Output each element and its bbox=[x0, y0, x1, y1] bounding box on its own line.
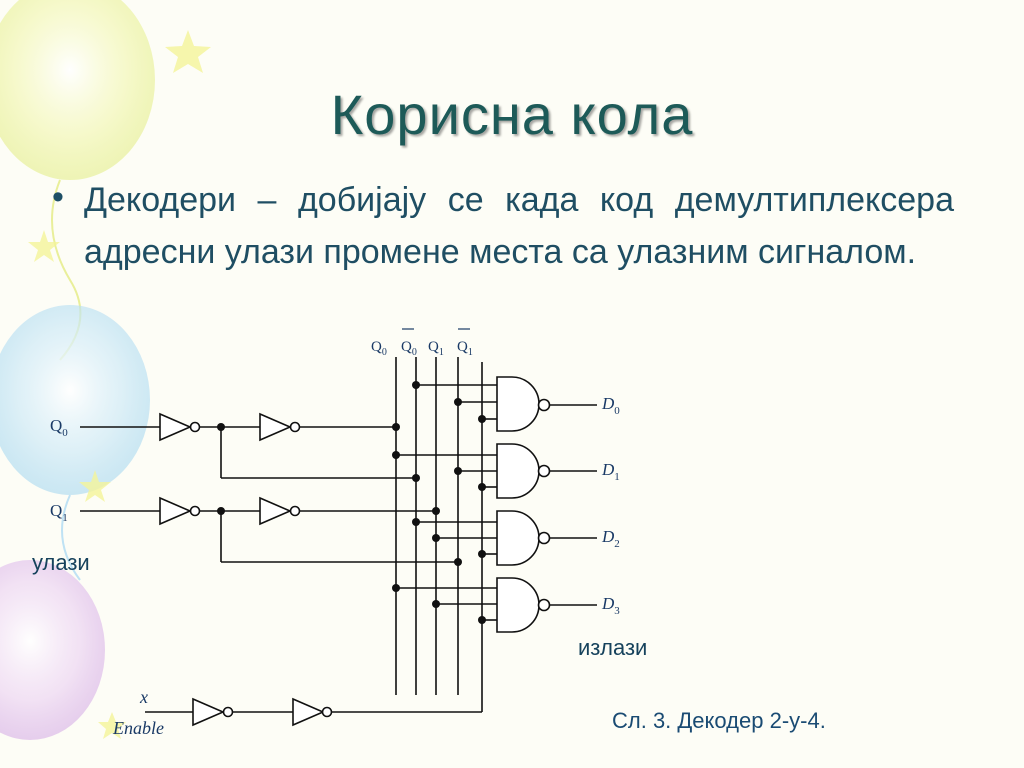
nand-gate-d1 bbox=[496, 443, 551, 499]
bus-label-q1-not: Q1 bbox=[457, 339, 473, 358]
inverter-gate-enable-2 bbox=[292, 697, 333, 727]
star-icon bbox=[79, 470, 111, 502]
enable-label-x: x bbox=[139, 687, 148, 707]
nand-gate-d3 bbox=[496, 577, 551, 633]
output-label-d3: D3 bbox=[601, 594, 620, 617]
inputs-label: улази bbox=[32, 550, 90, 575]
inverter-gate-q1-2 bbox=[259, 496, 301, 526]
star-icon bbox=[165, 30, 211, 73]
yellow-balloon bbox=[0, 0, 155, 180]
wires bbox=[80, 357, 597, 713]
inverter-gate-enable-1 bbox=[192, 697, 234, 727]
bullet-marker: • bbox=[52, 178, 64, 216]
inverter-gate-q0-2 bbox=[259, 412, 301, 442]
output-label-d0: D0 bbox=[601, 394, 620, 417]
slide-title: Корисна кола bbox=[330, 83, 694, 146]
input-label-q1: Q1 bbox=[50, 501, 68, 524]
figure-caption: Сл. 3. Декодер 2-у-4. bbox=[612, 708, 826, 733]
star-icon bbox=[28, 230, 60, 262]
junction-dots bbox=[217, 381, 486, 624]
input-label-q0: Q0 bbox=[50, 416, 68, 439]
nand-gate-d2 bbox=[496, 510, 551, 566]
bus-label-q1: Q1 bbox=[428, 339, 444, 358]
output-label-d1: D1 bbox=[601, 460, 620, 483]
star-icon bbox=[98, 712, 126, 739]
nand-gate-d0 bbox=[496, 376, 551, 432]
inverters bbox=[159, 412, 333, 727]
enable-label: Enable bbox=[112, 718, 164, 738]
bullet-text: Декодери – добијају се када код демултип… bbox=[84, 181, 954, 271]
inverter-gate-q1-1 bbox=[159, 496, 201, 526]
inverter-gate-q0-1 bbox=[159, 412, 201, 442]
blue-balloon bbox=[0, 305, 150, 495]
outputs-label: излази bbox=[578, 635, 648, 660]
output-label-d2: D2 bbox=[601, 527, 620, 550]
purple-balloon bbox=[0, 560, 105, 740]
nand-gates bbox=[496, 376, 551, 633]
bus-label-q0-not: Q0 bbox=[401, 339, 417, 358]
bus-label-q0: Q0 bbox=[371, 339, 387, 358]
